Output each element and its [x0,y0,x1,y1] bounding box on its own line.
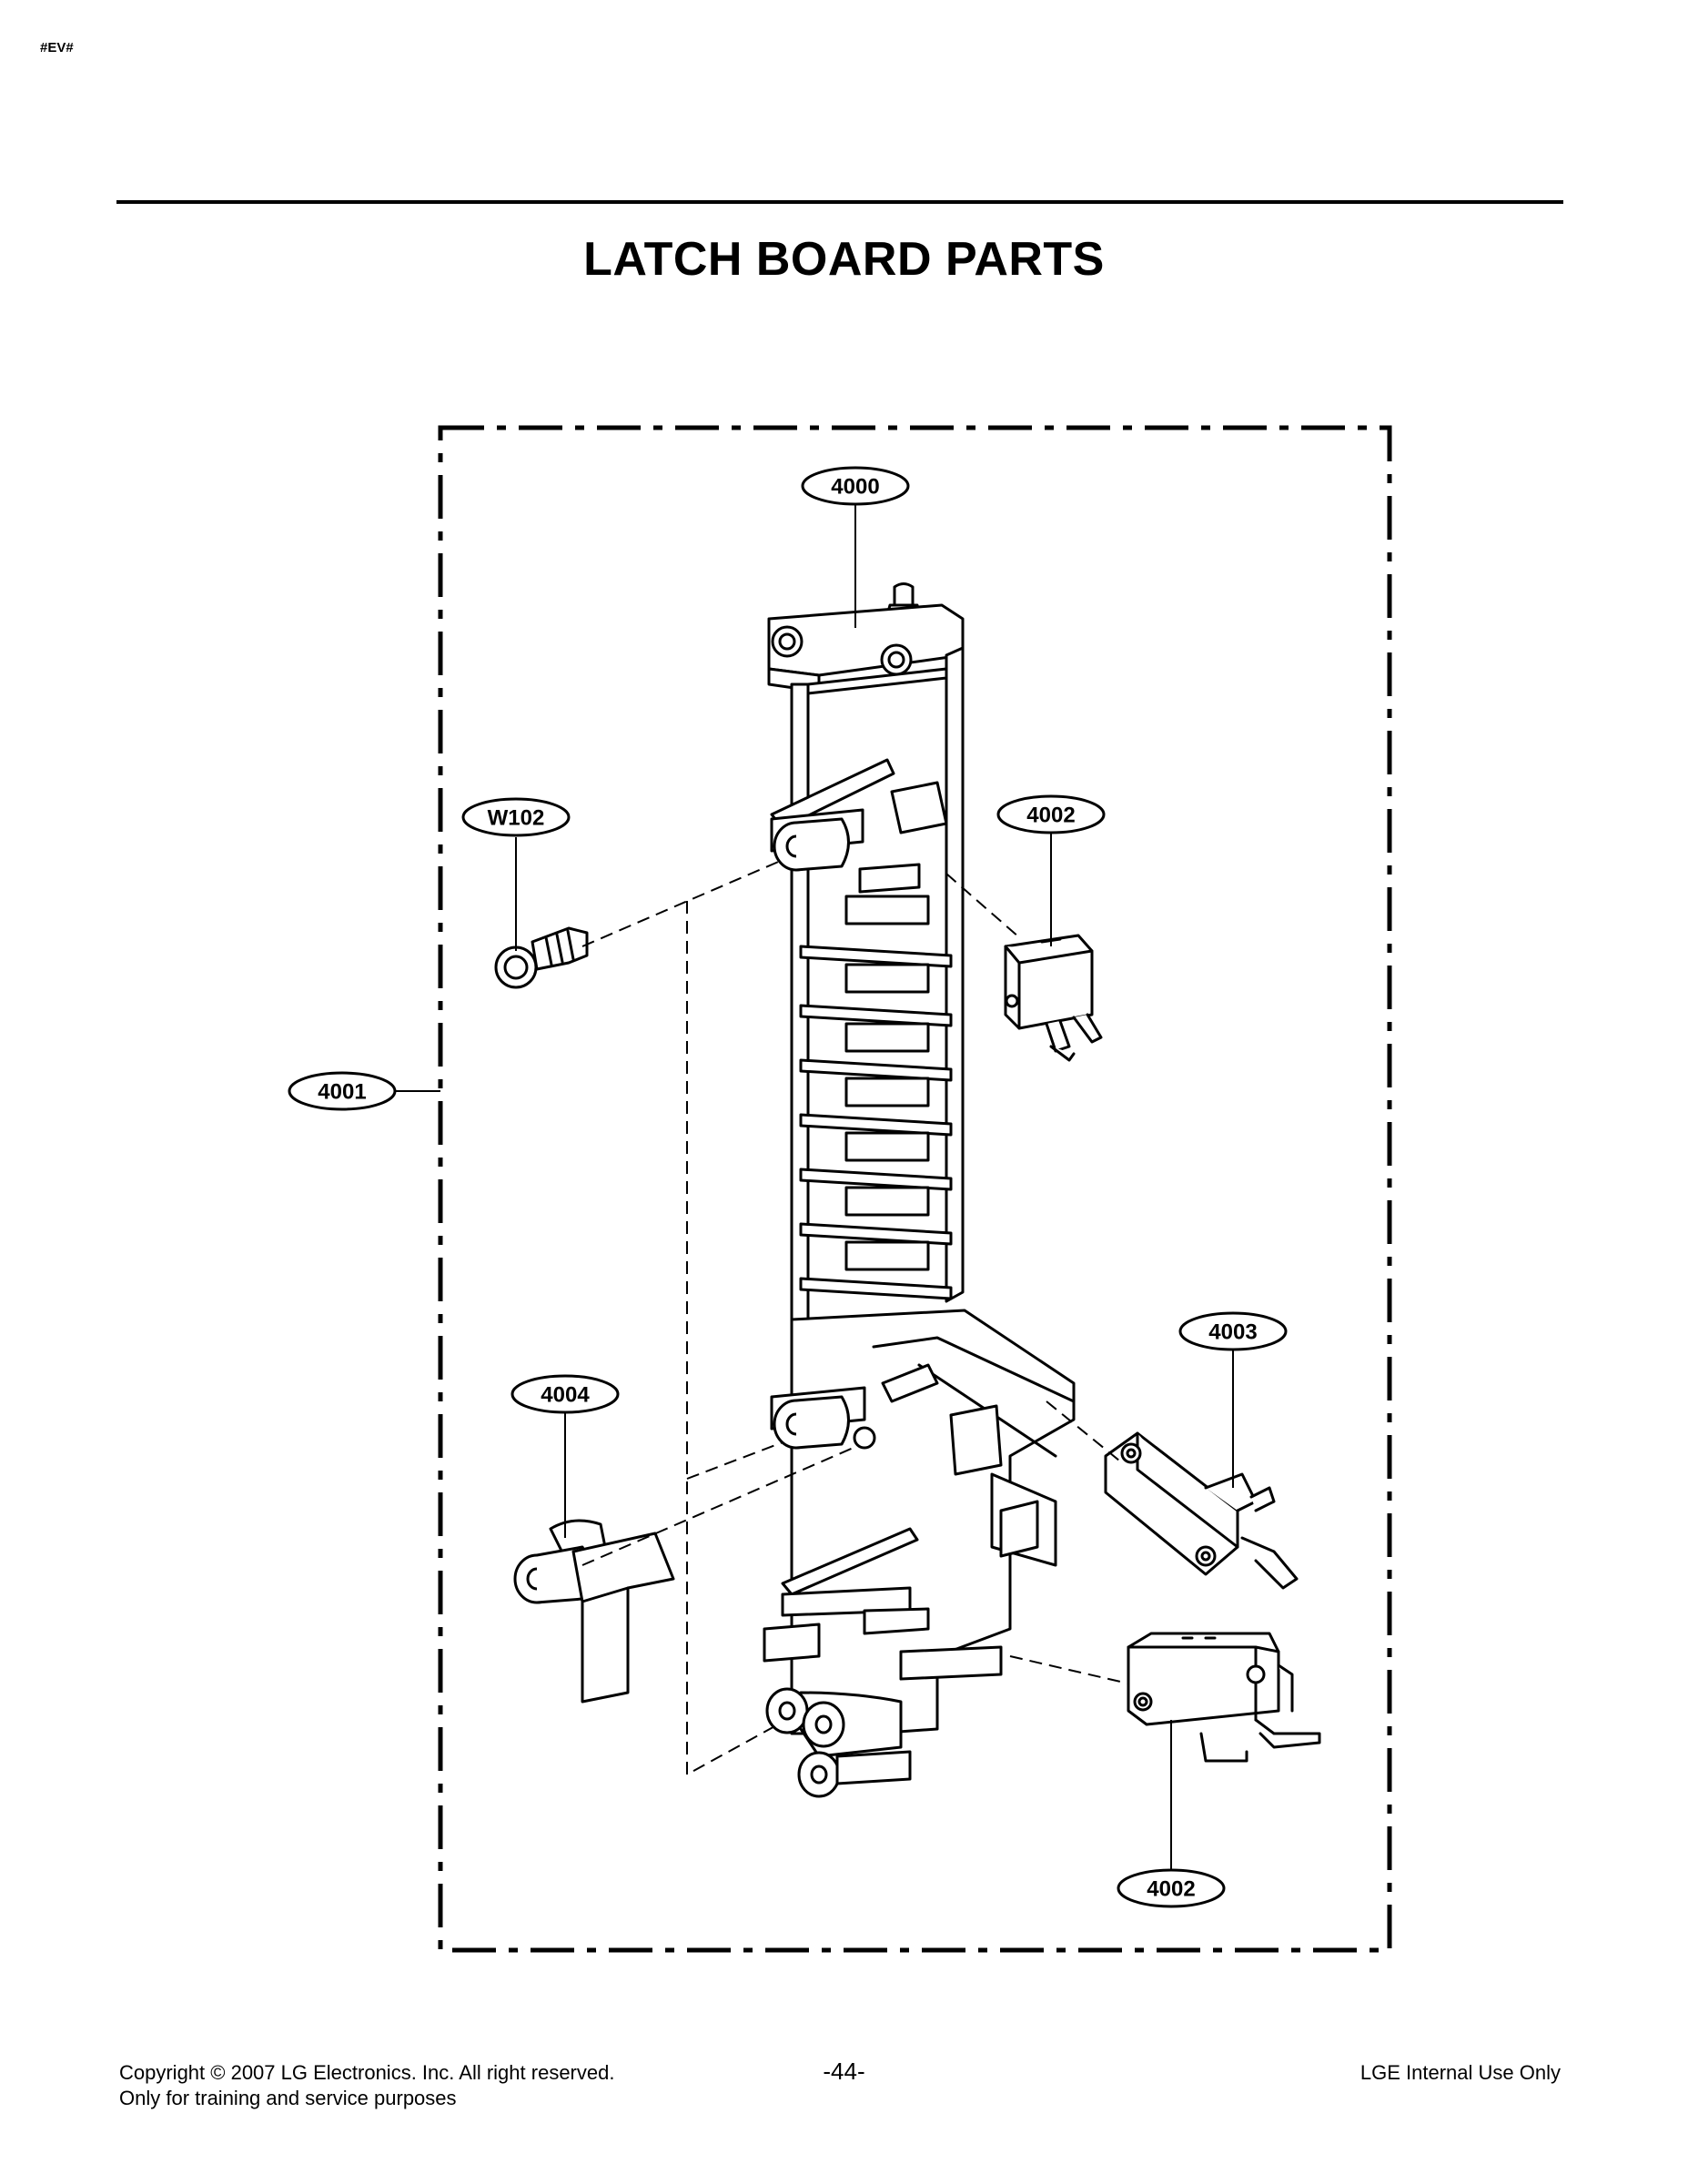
callout-4004-label: 4004 [541,1383,590,1408]
callout-w102-bubble [461,797,571,837]
callout-4002b-label: 4002 [1147,1877,1195,1902]
callout-4004-bubble [510,1374,620,1414]
explode-line-switch-upper [945,873,1020,938]
explode-line-switch-middle [1046,1400,1120,1461]
top-rule [116,200,1563,204]
document-id: #EV# [40,40,74,56]
screw-part [494,926,589,989]
micro-switch-upper-part [1004,934,1103,1062]
callout-4003-bubble [1178,1311,1288,1351]
callout-4000-bubble [801,466,910,506]
explode-line-switch-lower [1009,1655,1129,1684]
callout-4002a-label: 4002 [1026,804,1075,828]
explode-line-lever [686,1441,783,1480]
callout-4000-label: 4000 [831,475,879,500]
explode-line-lever-2 [581,1446,856,1566]
copyright-line: Copyright © 2007 LG Electronics. Inc. Al… [119,2061,615,2084]
micro-switch-middle-part [1104,1431,1299,1590]
page-title: LATCH BOARD PARTS [583,233,1105,286]
page-number: -44- [823,2058,865,2085]
callout-4003-label: 4003 [1208,1320,1257,1345]
explode-line-screw [581,859,783,947]
callout-4002a-bubble [996,794,1106,834]
usage-note: Only for training and service purposes [119,2087,457,2109]
callout-4002b-bubble [1117,1868,1226,1908]
callout-4001-bubble [288,1071,397,1111]
assembly-frame [438,425,1392,1953]
explode-line-frame [686,901,779,1776]
latch-board-part [763,582,1076,1798]
callout-w102-label: W102 [488,806,545,831]
internal-use-note: LGE Internal Use Only [1359,2061,1561,2084]
micro-switch-lower-part [1127,1632,1321,1763]
callout-4001-label: 4001 [318,1080,366,1105]
latch-lever-part [513,1519,675,1704]
